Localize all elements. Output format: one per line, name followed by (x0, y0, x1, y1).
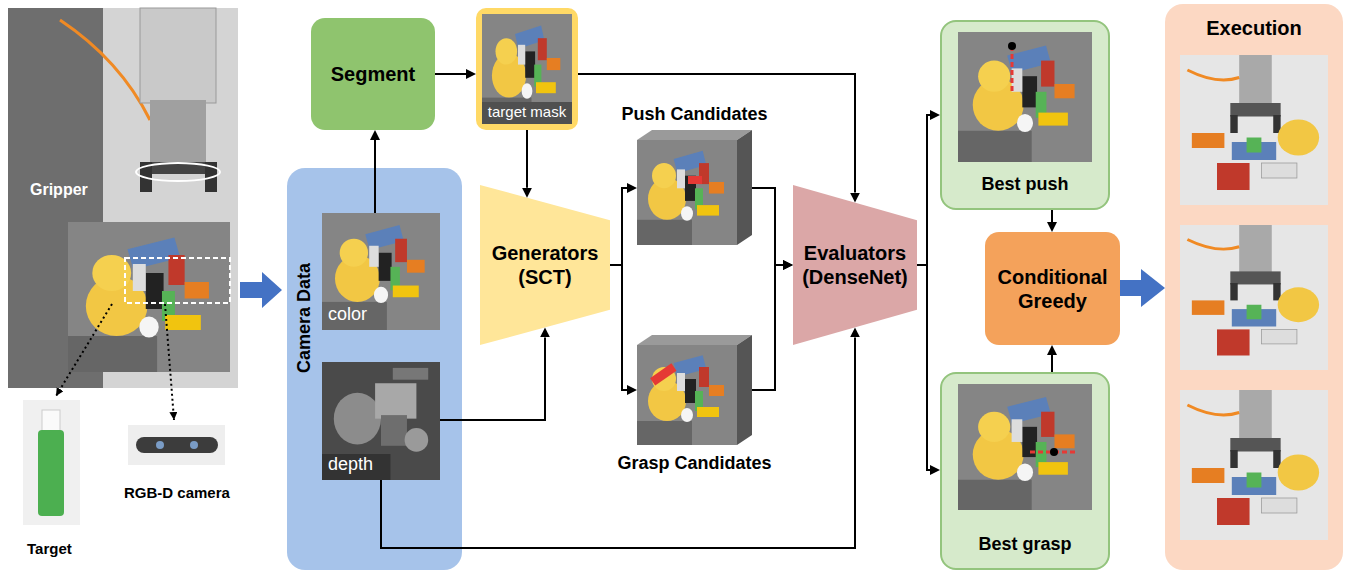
execution-photo (1180, 390, 1328, 540)
caption-label: RGB-D camera (124, 484, 230, 502)
flow-arrow (1120, 280, 1141, 296)
trapezoid-block: Evaluators (DenseNet) (793, 185, 917, 345)
node-label: Best grasp (942, 534, 1108, 556)
gripper-finger (140, 162, 152, 192)
stack-side (737, 335, 752, 445)
bottle-cap (42, 410, 60, 432)
camera-photo (128, 425, 225, 465)
cable (60, 20, 150, 120)
connector-arrow (440, 337, 545, 420)
connector-arrow (1051, 210, 1053, 222)
result-image (958, 384, 1092, 510)
execution-photo (1180, 225, 1328, 370)
push-mark (688, 176, 702, 184)
connector-arrow (610, 188, 627, 265)
bottle (38, 430, 64, 516)
candidate-image (637, 345, 737, 445)
stack-top (637, 335, 752, 345)
image-stack: Push Candidates (637, 130, 752, 245)
connector-arrow (752, 265, 783, 390)
camera-lens (156, 441, 164, 449)
node-label: target mask (476, 103, 578, 121)
trapezoid-block: Generators (SCT) (480, 185, 610, 345)
leader-line (56, 304, 112, 396)
highlight-ellipse (136, 163, 220, 181)
highlight-box (125, 258, 230, 303)
trapezoid-fill (793, 185, 917, 345)
node-label: Generators (SCT) (486, 241, 604, 289)
execution-photo (1180, 55, 1328, 205)
connector-arrow (917, 115, 930, 265)
object-pile (68, 222, 230, 372)
trapezoid-fill (480, 185, 610, 345)
gripper-finger (205, 162, 217, 192)
node-label: Segment (331, 62, 415, 86)
group-panel: color depth Camera Data (287, 168, 462, 570)
result-box: Best grasp (940, 372, 1110, 570)
color-image (322, 213, 440, 330)
result-box: Best push (940, 20, 1110, 210)
part-label: Gripper (30, 180, 88, 199)
grasp-center (1050, 448, 1058, 456)
leader-line (165, 304, 174, 420)
node-label: Evaluators (DenseNet) (797, 241, 913, 289)
caption-strip (482, 102, 572, 124)
photo-ground (8, 8, 238, 388)
camera-body (136, 437, 218, 453)
candidate-image (637, 140, 737, 245)
node-label: Push Candidates (607, 104, 782, 126)
connector-arrow (917, 265, 930, 470)
stack-side (737, 130, 752, 245)
node-label: Best push (942, 174, 1108, 196)
trapezoid-outline (793, 185, 917, 345)
gripper (150, 162, 206, 174)
connector-arrow (381, 337, 855, 548)
target-photo (23, 400, 80, 525)
depth-image (322, 362, 440, 480)
node-label: color (328, 304, 367, 326)
connector-arrow (435, 73, 466, 75)
robot-arm (140, 8, 216, 103)
grasp-line (1030, 451, 1078, 454)
grasp-mark (650, 363, 676, 385)
connector-arrow (578, 74, 855, 193)
push-start (1008, 42, 1016, 50)
connector-arrow (610, 265, 627, 390)
image-box: color (322, 213, 440, 330)
trapezoid-outline (480, 185, 610, 345)
connector-arrow (526, 130, 528, 188)
robot-wrist (150, 100, 206, 162)
image-box: depth (322, 362, 440, 480)
node-label: Grasp Candidates (607, 453, 782, 475)
mask-image (482, 14, 572, 124)
connector-arrow (752, 188, 783, 265)
process-box: Conditional Greedy (985, 232, 1120, 345)
node-label: Conditional Greedy (993, 265, 1112, 313)
result-image (958, 32, 1092, 162)
connector-arrow (1051, 355, 1053, 372)
node-label: Camera Data (291, 178, 317, 458)
caption-label: Target (27, 540, 72, 558)
node-label: Execution (1165, 16, 1343, 40)
group-panel: Execution (1165, 4, 1343, 570)
camera-lens (190, 441, 198, 449)
node-label: depth (328, 454, 373, 476)
image-box: target mask (476, 8, 578, 130)
image-stack: Grasp Candidates (637, 335, 752, 445)
push-path (1011, 46, 1014, 92)
photo-wall (8, 8, 103, 388)
process-box: Segment (311, 18, 435, 130)
connector-arrow (374, 140, 376, 213)
stack-top (637, 130, 752, 140)
flow-arrow (240, 272, 282, 308)
